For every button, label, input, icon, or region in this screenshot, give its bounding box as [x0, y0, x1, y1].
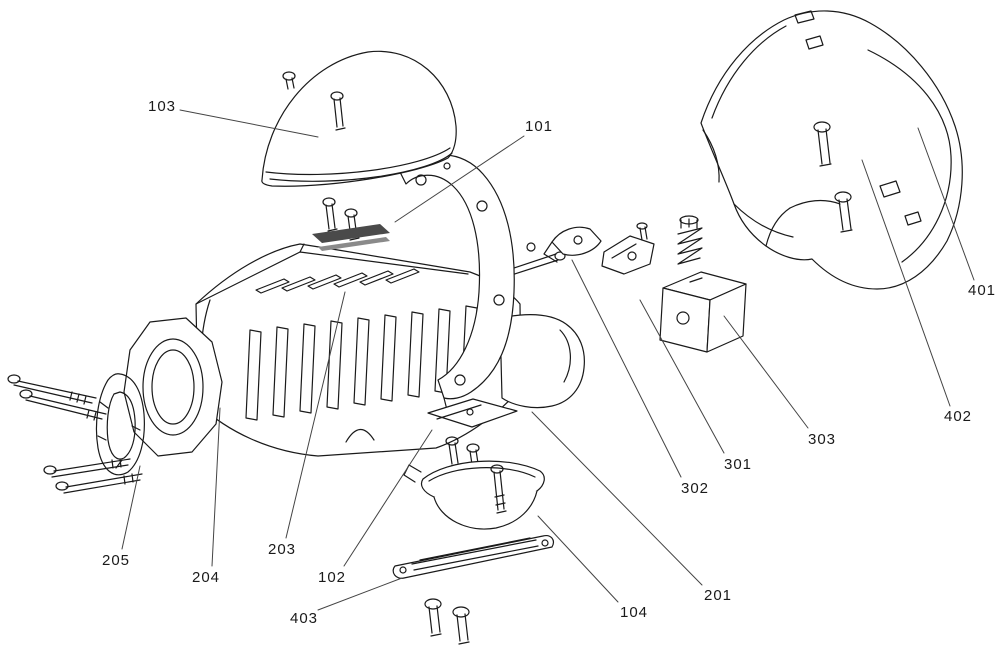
- ref-label-302: 302: [681, 480, 710, 497]
- leader-102: [343, 429, 433, 567]
- part-clip-301: [601, 222, 655, 275]
- leader-402: [861, 159, 951, 407]
- ref-label-102: 102: [318, 569, 347, 586]
- part-bolts: [7, 374, 143, 494]
- leader-401: [917, 127, 975, 281]
- leader-403: [317, 577, 403, 611]
- housing-screw: [834, 191, 853, 233]
- ref-label-401: 401: [968, 282, 997, 299]
- leader-101: [394, 135, 525, 223]
- ref-label-104: 104: [620, 604, 649, 621]
- part-collar: [123, 317, 223, 457]
- part-flat-plate: [392, 535, 555, 645]
- leader-303: [723, 315, 809, 429]
- part-barrel: [499, 242, 585, 409]
- ref-label-103: 103: [148, 98, 177, 115]
- part-clip-302: [543, 226, 602, 263]
- heatsink-screws: [312, 197, 390, 251]
- part-solenoid: [659, 215, 747, 353]
- leader-302: [571, 259, 682, 478]
- part-lamp-housing: [700, 10, 963, 290]
- leader-205: [121, 465, 141, 550]
- ref-label-203: 203: [268, 541, 297, 558]
- part-wave-washer: [95, 373, 145, 476]
- ref-label-402: 402: [944, 408, 973, 425]
- ref-label-201: 201: [704, 587, 733, 604]
- leader-lines: [121, 109, 975, 611]
- ref-label-101: 101: [525, 118, 554, 135]
- part-bottom-bracket: [427, 398, 518, 474]
- part-dome-cap: [261, 50, 457, 187]
- ref-label-403: 403: [290, 610, 319, 627]
- leader-203: [285, 291, 346, 539]
- ref-label-301: 301: [724, 456, 753, 473]
- part-shade-bowl: [403, 460, 545, 530]
- ref-label-205: 205: [102, 552, 131, 569]
- leader-301: [639, 299, 725, 454]
- housing-screw: [813, 121, 832, 167]
- ref-label-303: 303: [808, 431, 837, 448]
- leader-103: [179, 109, 319, 138]
- leader-104: [537, 515, 619, 603]
- part-heatsink: [195, 243, 522, 457]
- leader-204: [211, 407, 221, 567]
- leader-201: [531, 411, 703, 586]
- ref-label-204: 204: [192, 569, 221, 586]
